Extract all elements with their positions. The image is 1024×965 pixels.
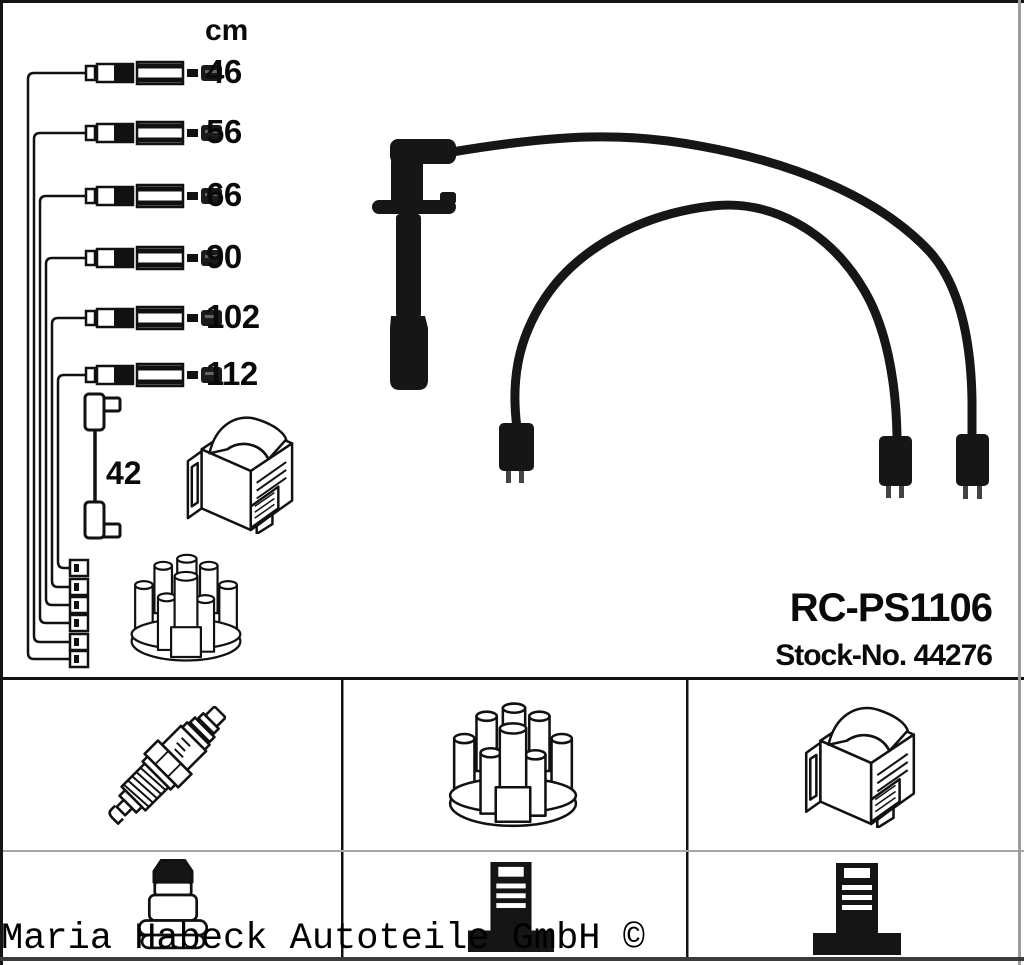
legend-cell-ignition-coil	[689, 681, 1018, 850]
cable-length-label: 102	[206, 298, 260, 335]
legend-cell-distributor-cap	[344, 681, 686, 850]
angled-boot	[372, 139, 456, 390]
unit-header: cm	[205, 14, 249, 47]
coil-wire-length-label: 42	[106, 455, 142, 491]
legend-cell-coil-terminal	[689, 852, 1018, 958]
cable-length-label: 66	[206, 176, 242, 213]
cable-length-label: 46	[206, 53, 242, 90]
spark-plug-wires-photo	[372, 132, 989, 499]
wire-terminal	[879, 436, 912, 498]
legend-cell-spark-plug	[2, 681, 341, 850]
measured-cable-set	[26, 71, 86, 661]
coil-wire	[83, 392, 122, 540]
cable-length-label: 56	[206, 113, 242, 150]
stock-number: Stock-No. 44276	[775, 639, 993, 672]
distributor-terminals	[68, 558, 90, 669]
cable-length-label: 90	[206, 238, 242, 275]
cable-length-label: 112	[206, 355, 258, 392]
cable-end-connectors	[84, 60, 224, 388]
ignition-coil-drawing	[186, 416, 294, 534]
legend-grid-lines	[0, 677, 1024, 960]
distributor-cap-drawing	[130, 553, 242, 662]
wire-terminal	[956, 434, 989, 499]
part-number: RC-PS1106	[789, 586, 993, 630]
wire-terminal	[499, 423, 534, 483]
watermark-text: Maria Habeck Autoteile GmbH ©	[1, 918, 645, 960]
